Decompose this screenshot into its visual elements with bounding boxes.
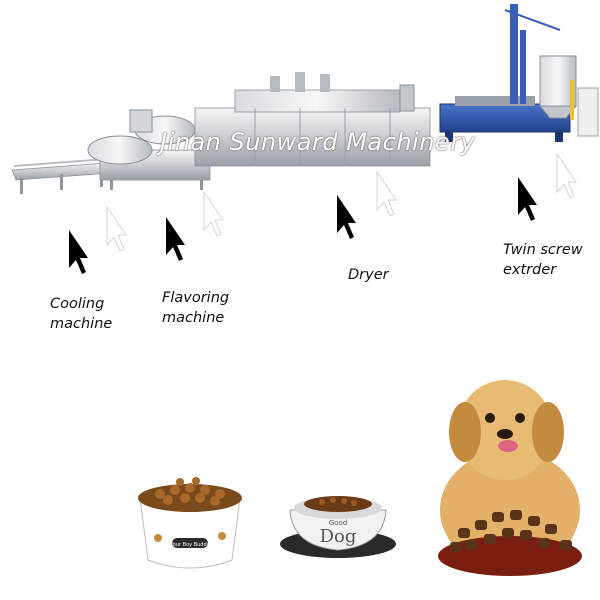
arrow-pointer-icon — [518, 177, 537, 221]
label-line: machine — [50, 316, 113, 332]
paw-icon — [154, 532, 226, 542]
bowl-brand-big: Dog — [320, 526, 357, 547]
bone-icon — [172, 538, 208, 548]
good-dog-bowl: Good Dog — [280, 496, 396, 558]
flavoring-machine — [87, 109, 211, 190]
label-flavoring-machine: Flavoring machine — [162, 288, 229, 328]
puppy-photo — [438, 380, 582, 576]
arrow-pointer-icon — [166, 217, 185, 261]
bowl-brand-small: Good — [329, 519, 347, 527]
dryer-machine — [194, 72, 431, 167]
label-twin-screw-extruder: Twin screw extrder — [503, 240, 583, 280]
twin-screw-extruder — [439, 4, 599, 142]
arrow-pointer-icon — [337, 195, 356, 239]
arrow-pointer-icon — [376, 170, 397, 217]
label-cooling-machine: Cooling machine — [50, 294, 112, 334]
production-line-illustration — [11, 4, 599, 194]
label-dryer: Dryer — [348, 265, 389, 285]
label-line: Cooling — [50, 296, 105, 312]
label-line: Dryer — [348, 267, 389, 283]
label-line: extrder — [503, 262, 557, 278]
kibble-bowl-left: Your Boy Buddy — [138, 477, 242, 569]
bone-text: Your Boy Buddy — [169, 542, 209, 548]
arrow-pointer-icon — [106, 205, 127, 252]
label-line: machine — [162, 310, 225, 326]
arrow-pointer-icon — [69, 230, 88, 274]
label-line: Twin screw — [503, 242, 583, 258]
arrow-pointer-icon — [556, 152, 577, 199]
arrow-pointer-icon — [203, 190, 224, 237]
watermark-text: Jinan Sunward Machinery — [160, 128, 476, 156]
label-line: Flavoring — [162, 290, 230, 306]
